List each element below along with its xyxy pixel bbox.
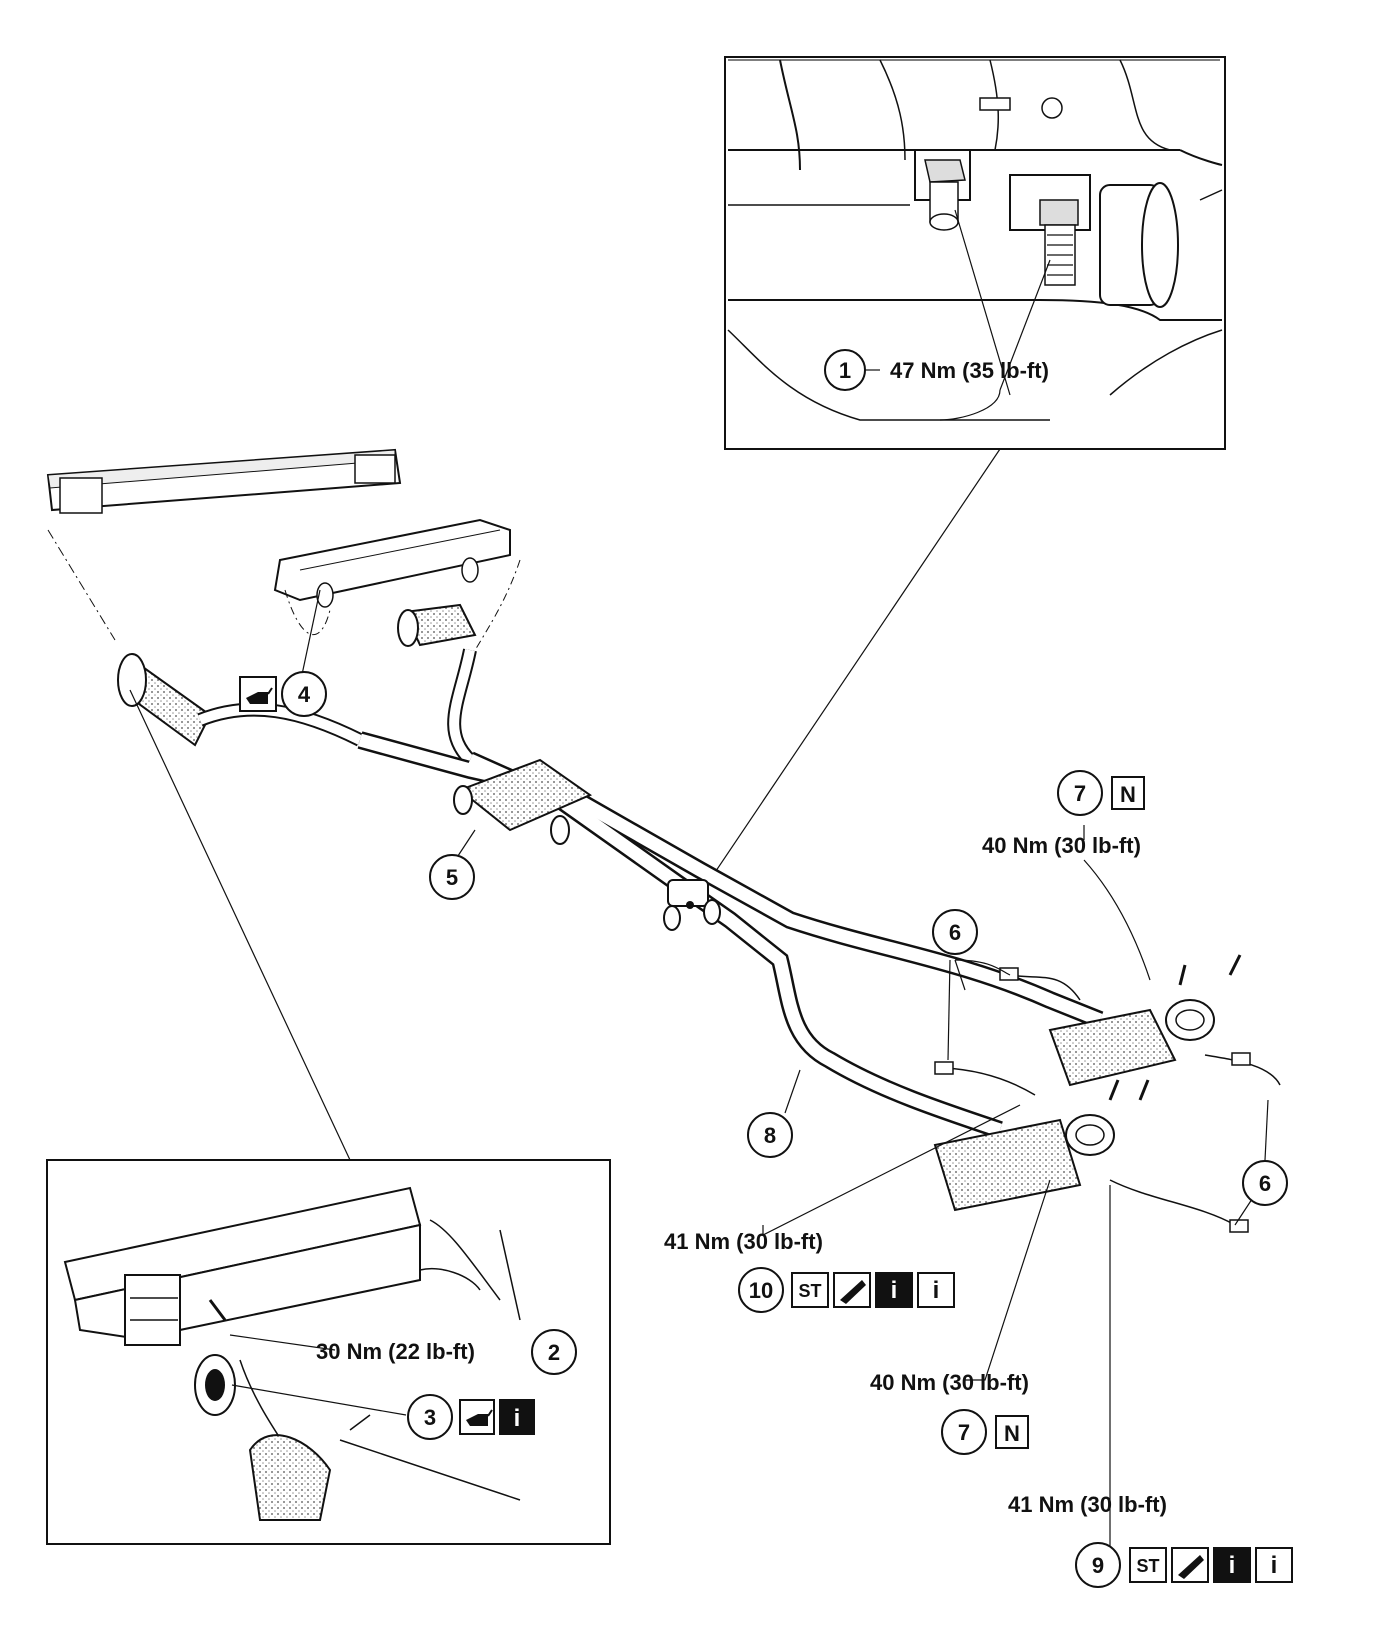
callout-6-upper-number: 6 <box>949 920 961 945</box>
info-icon-filled: i <box>875 1272 913 1308</box>
oil-can-icon <box>239 676 277 712</box>
info-icon-filled: i <box>1213 1547 1251 1583</box>
hanger-bracket <box>273 518 521 691</box>
callout-9-torque: 41 Nm (30 lb-ft) <box>1008 1492 1167 1517</box>
callout-1-number: 1 <box>839 358 851 383</box>
callout-7-bottom-torque: 40 Nm (30 lb-ft) <box>870 1370 1029 1395</box>
callout-10-badge: ST <box>798 1281 821 1301</box>
svg-text:i: i <box>933 1277 940 1304</box>
callout-10-torque: 41 Nm (30 lb-ft) <box>664 1229 823 1254</box>
callout-4: 4 <box>239 671 327 717</box>
oxygen-sensor-wiring <box>934 954 1281 1233</box>
callout-5-number: 5 <box>446 865 458 890</box>
sensor-socket-icon <box>833 1272 871 1308</box>
callout-9-badge: ST <box>1136 1556 1159 1576</box>
rear-bumper-beam <box>46 448 402 641</box>
callout-7-top-torque: 40 Nm (30 lb-ft) <box>982 833 1141 858</box>
callout-3: 3 i <box>407 1394 535 1440</box>
svg-text:i: i <box>891 1277 898 1304</box>
info-icon-filled: i <box>499 1399 535 1435</box>
svg-text:i: i <box>1271 1552 1278 1579</box>
callout-8-number: 8 <box>764 1123 776 1148</box>
callout-9: 41 Nm (30 lb-ft) 9 ST i i <box>1008 1492 1293 1588</box>
callout-2-torque: 30 Nm (22 lb-ft) <box>316 1339 475 1364</box>
svg-text:i: i <box>514 1405 521 1432</box>
callout-10-number: 10 <box>749 1278 773 1303</box>
svg-text:i: i <box>1229 1552 1236 1579</box>
callout-7-bottom-number: 7 <box>958 1420 970 1445</box>
callout-10: 41 Nm (30 lb-ft) 10 ST i i <box>664 1229 955 1313</box>
oil-can-icon <box>459 1399 495 1435</box>
callout-2-number: 2 <box>548 1340 560 1365</box>
callout-3-number: 3 <box>424 1405 436 1430</box>
leader-line-lower-inset <box>129 689 351 1161</box>
callout-8: 8 <box>747 1112 793 1158</box>
catalytic-converter-upper <box>1048 999 1215 1087</box>
callout-1-torque: 47 Nm (35 lb-ft) <box>890 358 1049 383</box>
callout-7-bottom-badge: N <box>1004 1421 1020 1446</box>
callout-2: 30 Nm (22 lb-ft) 2 <box>316 1329 577 1375</box>
callout-4-number: 4 <box>298 682 311 707</box>
callout-6-upper: 6 <box>932 909 978 955</box>
callout-7-top-number: 7 <box>1074 781 1086 806</box>
catalytic-converter-lower <box>933 1114 1115 1212</box>
callout-1: 1 47 Nm (35 lb-ft) <box>824 349 1049 391</box>
callout-9-number: 9 <box>1092 1553 1104 1578</box>
info-icon-outline: i <box>917 1272 955 1308</box>
callout-7-bottom: 40 Nm (30 lb-ft) 7 N <box>870 1370 1029 1455</box>
detail-inset-bumper-isolator <box>46 1159 611 1545</box>
rear-muffler-right <box>397 603 477 765</box>
callout-leaders <box>299 369 1269 1560</box>
leader-line-inset-to-clamp <box>692 448 1001 906</box>
exhaust-pipe-assembly <box>357 731 1104 1139</box>
info-icon-outline: i <box>1255 1547 1293 1583</box>
callout-7-top-badge: N <box>1120 782 1136 807</box>
sensor-socket-icon <box>1171 1547 1209 1583</box>
detail-inset-flange <box>724 56 1226 450</box>
callout-6-right-number: 6 <box>1259 1171 1271 1196</box>
rear-muffler-left <box>117 653 364 747</box>
callout-5: 5 <box>429 854 475 900</box>
callout-7-top: 7 N 40 Nm (30 lb-ft) <box>982 770 1145 858</box>
callout-6-right: 6 <box>1242 1160 1288 1206</box>
